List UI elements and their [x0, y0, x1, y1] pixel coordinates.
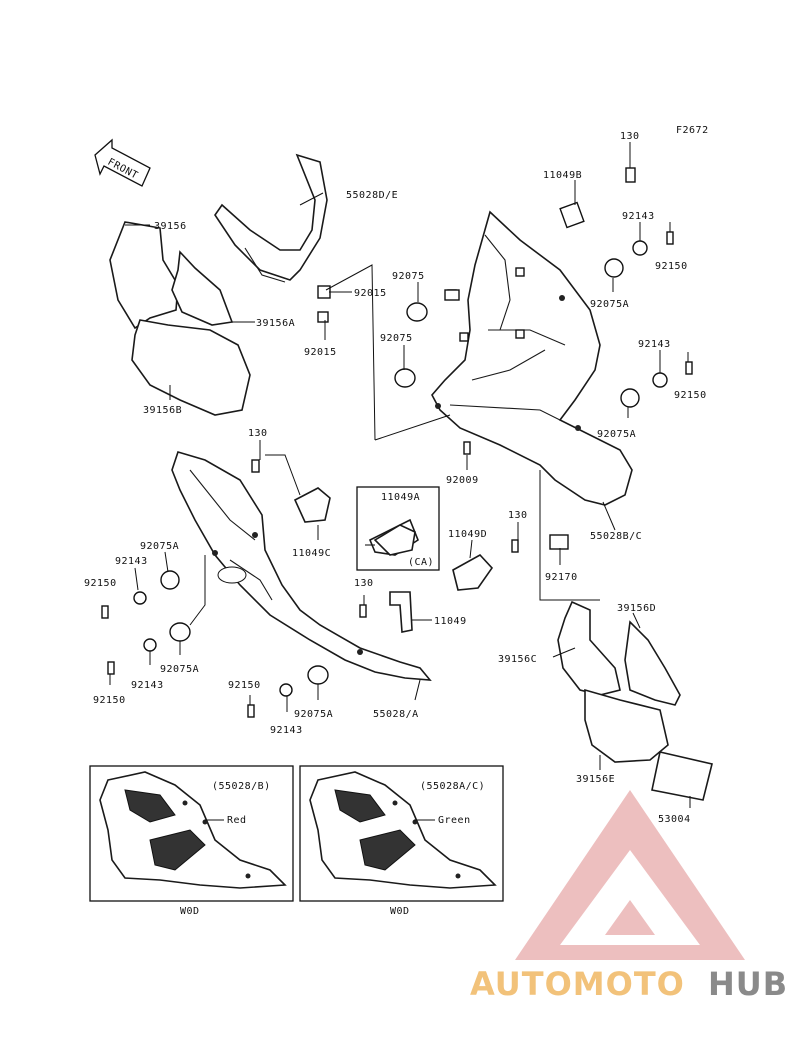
callout-55028DE: 55028D/E: [346, 190, 398, 201]
callout-92075A-b: 92075A: [294, 709, 333, 720]
callout-39156C: 39156C: [498, 654, 537, 665]
panel-39156E-part: [584, 688, 669, 763]
watermark-logo: [515, 790, 745, 960]
callout-92075-a: 92075: [392, 271, 425, 282]
panel-39156A-part: [171, 250, 234, 326]
inset-right-color-label: Green: [438, 815, 471, 826]
inset-right-ref: (55028A/C): [420, 781, 485, 792]
watermark-text-dark: HUB: [708, 965, 788, 1003]
inset-left-color-label: Red: [227, 815, 247, 826]
panel-39156-part: [109, 221, 179, 330]
callout-92143-r1: 92143: [622, 211, 655, 222]
callout-92075A-r2: 92075A: [597, 429, 636, 440]
lower-cowl-part: [171, 451, 432, 681]
watermark-text: AUTOMOTO HUB: [470, 965, 788, 1003]
callout-92075A-r1: 92075A: [590, 299, 629, 310]
callout-53004: 53004: [658, 814, 691, 825]
callout-92075A-l2: 92075A: [160, 664, 199, 675]
callout-92075-b: 92075: [380, 333, 413, 344]
callout-92143-l1: 92143: [115, 556, 148, 567]
figure-code: F2672: [676, 125, 709, 136]
callout-92150-l1: 92150: [84, 578, 117, 589]
callout-11049C: 11049C: [292, 548, 331, 559]
callout-39156E: 39156E: [576, 774, 615, 785]
ca-variant-box: [356, 486, 440, 571]
callout-55028A: 55028/A: [373, 709, 419, 720]
callout-92150-l2: 92150: [93, 695, 126, 706]
panel-39156D-part: [624, 620, 681, 706]
upper-cowl-part: [214, 153, 328, 283]
inset-left-ref: (55028/B): [212, 781, 271, 792]
callout-130-lower: 130: [354, 578, 374, 589]
callout-92015-a: 92015: [354, 288, 387, 299]
ca-variant-label: (CA): [408, 557, 434, 568]
callout-39156A: 39156A: [256, 318, 295, 329]
callout-92170: 92170: [545, 572, 578, 583]
callout-11049A: 11049A: [381, 492, 420, 503]
callout-92150-b: 92150: [228, 680, 261, 691]
callout-55028BC: 55028B/C: [590, 531, 642, 542]
inset-box-right: [299, 765, 504, 902]
callout-130-top: 130: [620, 131, 640, 142]
callout-92150-r2: 92150: [674, 390, 707, 401]
callout-92143-l2: 92143: [131, 680, 164, 691]
seal-53004-part: [651, 751, 713, 801]
callout-92075A-l: 92075A: [140, 541, 179, 552]
callout-92150-r1: 92150: [655, 261, 688, 272]
callout-labels: 130 11049B 92143 92150 55028D/E 39156 92…: [84, 131, 707, 917]
callout-92143-b: 92143: [270, 725, 303, 736]
watermark-text-light: AUTOMOTO: [470, 965, 685, 1003]
panel-39156B-part: [131, 319, 251, 416]
inset-left-caption: W0D: [180, 906, 200, 917]
panel-39156C-part: [557, 600, 621, 696]
callout-39156D: 39156D: [617, 603, 656, 614]
callout-39156: 39156: [154, 221, 187, 232]
front-arrow-icon: FRONT: [94, 138, 151, 187]
callout-92015-b: 92015: [304, 347, 337, 358]
callout-130-mid: 130: [248, 428, 268, 439]
callout-11049: 11049: [434, 616, 467, 627]
callout-11049B: 11049B: [543, 170, 582, 181]
inset-box-left: [89, 765, 294, 902]
callout-92143-r2: 92143: [638, 339, 671, 350]
middle-cowl-part: [431, 210, 633, 506]
callout-11049D: 11049D: [448, 529, 487, 540]
inset-right-caption: W0D: [390, 906, 410, 917]
leader-lines: [109, 142, 691, 808]
callout-130-d: 130: [508, 510, 528, 521]
callout-39156B: 39156B: [143, 405, 182, 416]
callout-92009: 92009: [446, 475, 479, 486]
